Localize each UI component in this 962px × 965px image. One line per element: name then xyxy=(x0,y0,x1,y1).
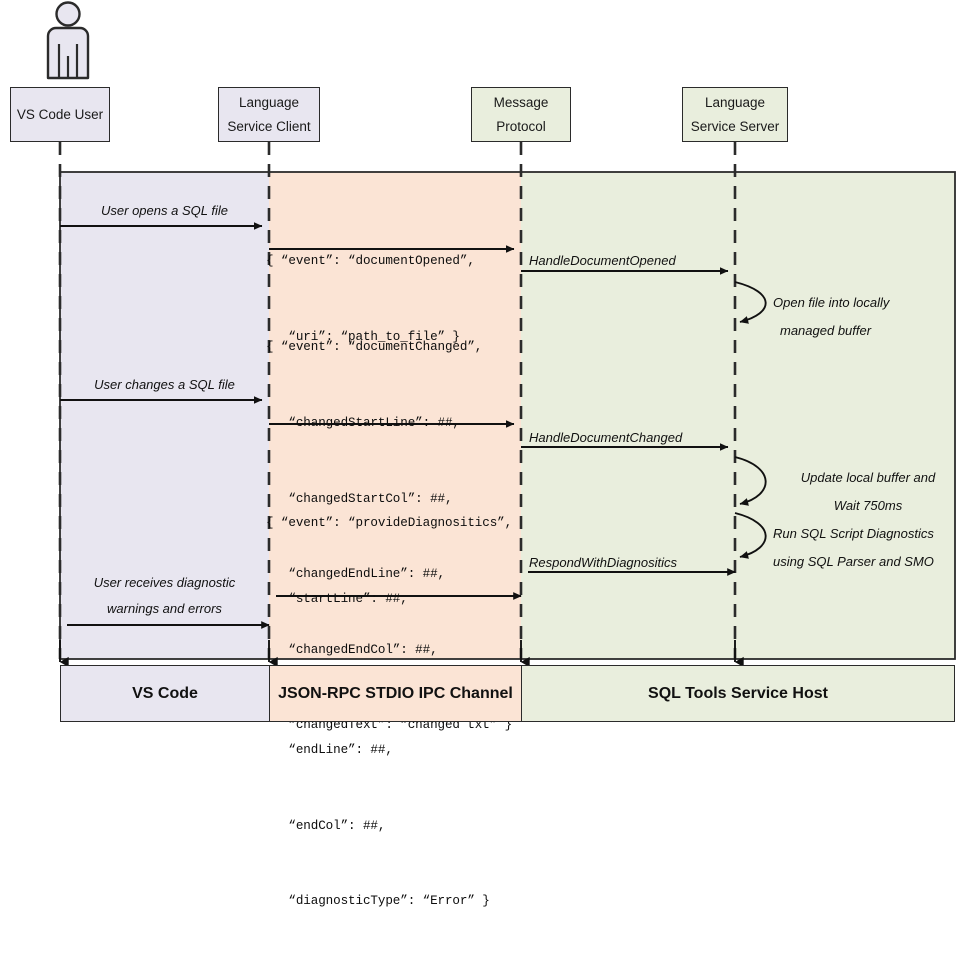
message-label-line2: warnings and errors xyxy=(107,601,222,616)
participant-box-language-service-server[interactable]: Language Service Server xyxy=(682,87,788,142)
note-line2: managed buffer xyxy=(780,323,872,338)
json-line: “startLine”: ##, xyxy=(266,592,408,607)
message-label-handle-document-changed: HandleDocumentChanged xyxy=(529,430,683,445)
json-line: “changedEndLine”: ##, xyxy=(266,567,445,582)
json-line: “changedStartCol”: ##, xyxy=(266,491,453,506)
footer-label: SQL Tools Service Host xyxy=(648,684,828,702)
note-open-file: Open file into locally managed buffer xyxy=(773,289,962,345)
json-line: “changedStartLine”: ##, xyxy=(266,416,460,431)
self-arrow-open-file xyxy=(734,281,767,324)
note-run-diagnostics: Run SQL Script Diagnostics using SQL Par… xyxy=(773,520,962,576)
note-update-buffer: Update local buffer and Wait 750ms xyxy=(773,464,962,520)
message-label-line1: User receives diagnostic xyxy=(93,575,236,590)
participant-label-line2: Protocol xyxy=(496,119,546,134)
participant-label: VS Code User xyxy=(16,106,104,122)
participant-label-line1: Message xyxy=(493,94,549,110)
band-ipc xyxy=(269,172,521,659)
participant-label-line2: Service Server xyxy=(690,119,780,134)
participant-box-language-service-client[interactable]: Language Service Client xyxy=(218,87,320,142)
self-arrow-update-buffer xyxy=(734,456,767,506)
diagram-canvas xyxy=(46,1,956,668)
participant-label-line1: Language xyxy=(238,94,300,110)
note-line2: Wait 750ms xyxy=(833,498,903,513)
json-line: “endCol”: ##, xyxy=(266,818,386,833)
json-line: “changedEndCol”: ##, xyxy=(266,642,438,657)
footer-cell-service-host[interactable]: SQL Tools Service Host xyxy=(521,665,955,722)
sequence-diagram: VS Code User Language Service Client Mes… xyxy=(10,1,962,908)
note-line1: Update local buffer and xyxy=(800,470,936,485)
footer-label: VS Code xyxy=(132,684,198,702)
json-line: “endLine”: ##, xyxy=(266,743,393,758)
note-line2: using SQL Parser and SMO xyxy=(773,554,934,569)
footer-cell-vs-code[interactable]: VS Code xyxy=(60,665,270,722)
json-line: “uri”: “path_to_file” } xyxy=(266,330,460,345)
message-arrows xyxy=(60,222,767,629)
participant-label-line2: Service Client xyxy=(227,119,311,134)
footer-cell-ipc-channel[interactable]: JSON-RPC STDIO IPC Channel xyxy=(269,665,522,722)
message-label-handle-document-opened: HandleDocumentOpened xyxy=(529,253,676,268)
footer-label: JSON-RPC STDIO IPC Channel xyxy=(278,684,513,702)
participant-box-message-protocol[interactable]: Message Protocol xyxy=(471,87,571,142)
participant-box-vs-code-user[interactable]: VS Code User xyxy=(10,87,110,142)
band-service xyxy=(521,172,955,659)
band-vscode xyxy=(60,172,269,659)
note-line1: Run SQL Script Diagnostics xyxy=(773,526,934,541)
message-label-user-opens-sql-file: User opens a SQL file xyxy=(101,203,228,218)
json-line: { “event”: “documentOpened”, xyxy=(266,254,475,269)
participant-label-line1: Language xyxy=(704,94,766,110)
json-line: “diagnosticType”: “Error” } xyxy=(266,894,490,909)
message-label-respond-with-diagnositics: RespondWithDiagnositics xyxy=(529,555,678,570)
lifeline-terminators xyxy=(59,640,744,668)
json-line: { “event”: “provideDiagnositics”, xyxy=(266,516,513,531)
self-arrow-run-diagnostics xyxy=(734,512,767,559)
message-label-user-changes-sql-file: User changes a SQL file xyxy=(94,377,235,392)
lane-bands xyxy=(59,171,956,660)
message-label-user-receives-diagnostics: User receives diagnostic warnings and er… xyxy=(60,570,269,622)
json-line: { “event”: “documentChanged”, xyxy=(266,340,483,355)
note-line1: Open file into locally xyxy=(773,295,890,310)
json-payload-document-opened: { “event”: “documentOpened”, “uri”: “pat… xyxy=(266,199,475,401)
vs-code-user-actor-icon xyxy=(46,1,90,80)
